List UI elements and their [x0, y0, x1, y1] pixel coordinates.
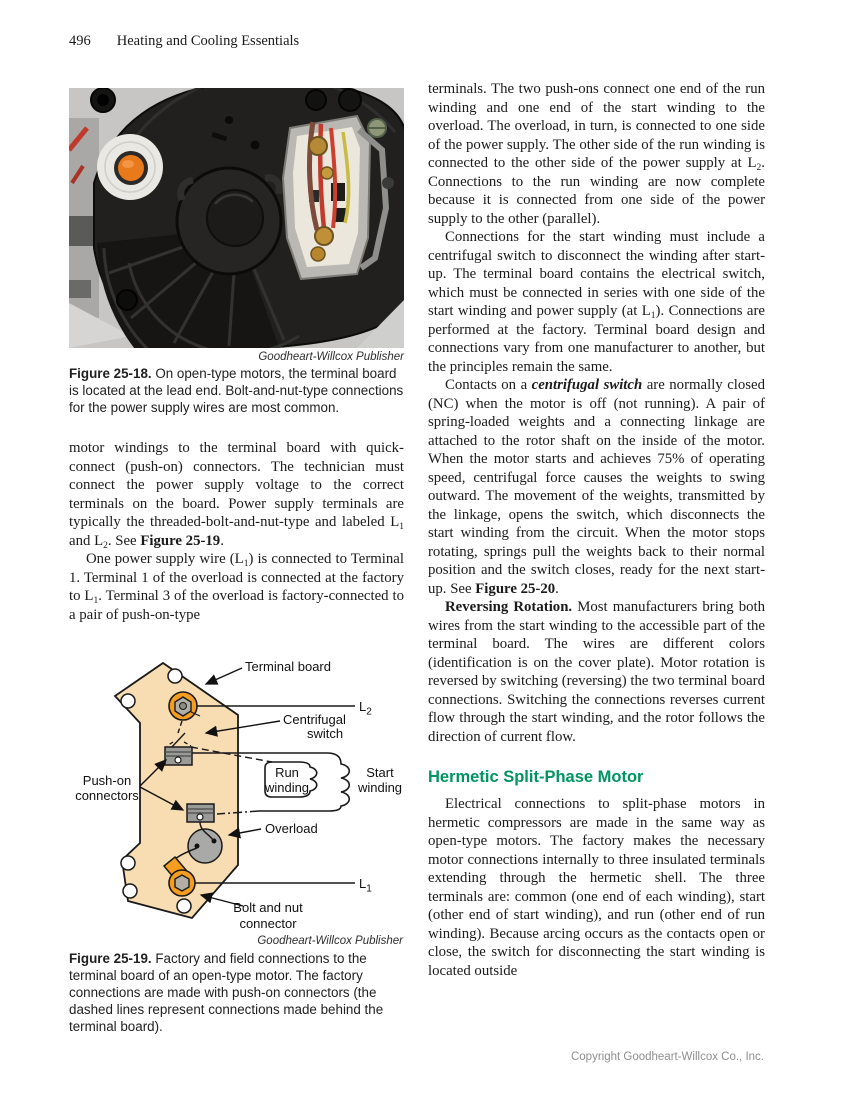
board-holes [120, 668, 192, 914]
figure-25-19-caption: Figure 25-19. Factory and field connecti… [69, 951, 384, 1034]
background-shadow [69, 216, 95, 246]
hub-flanges [177, 174, 283, 202]
shaft-boss [206, 189, 264, 247]
bolt-bottom-left [116, 289, 138, 311]
push-on-label-2: connectors [75, 788, 139, 803]
paragraph: motor windings to the terminal board wit… [69, 440, 404, 551]
overload-device [187, 828, 223, 864]
bottom-terminal-nut [174, 874, 190, 892]
figure-25-19-credit: Goodheart-Willcox Publisher [257, 935, 404, 946]
connector-to-overload-wire [199, 821, 214, 841]
red-wire [69, 126, 89, 152]
run-winding-loop [264, 761, 318, 798]
reset-button [118, 155, 144, 181]
housing-hole [225, 116, 233, 124]
label-ring [104, 141, 156, 193]
left-column: Goodheart-Willcox Publisher Figure 25-18… [69, 88, 404, 1035]
background-shadow2 [69, 280, 91, 298]
board-cutout-2 [335, 208, 347, 222]
terminal-board-label: Terminal board [245, 659, 331, 674]
boss-highlight [214, 193, 254, 205]
motor-photo [69, 88, 404, 348]
paragraph: One power supply wire (L1) is connected … [69, 551, 404, 623]
terminal-board-diagram: Terminal board L2 Centrifugal switch Run… [75, 659, 404, 946]
button-highlight [122, 160, 134, 168]
brass-terminal-top [308, 136, 328, 156]
paragraph: Reversing Rotation. Most manufacturers b… [428, 599, 766, 745]
push-on-arrow-upper [139, 759, 167, 787]
housing-tab [211, 131, 228, 142]
background-floor [69, 303, 131, 348]
switch-lead-dash [177, 720, 183, 734]
bolt-nut-arrow [199, 892, 244, 907]
bolt-top-right [338, 88, 362, 112]
bolt-top-mid [305, 89, 327, 111]
brown-wire [307, 121, 320, 231]
start-winding-label-2: winding [357, 780, 402, 795]
figure-25-18-credit: Goodheart-Willcox Publisher [258, 351, 404, 363]
red-supply-wire-2 [329, 127, 338, 229]
metal-bracket [357, 127, 390, 271]
push-on-arrow-lower [139, 786, 185, 811]
housing-highlight [127, 88, 397, 147]
left-body-text: motor windings to the terminal board wit… [69, 439, 404, 624]
figure-25-18-caption: Figure 25-18. On open-type motors, the t… [69, 366, 404, 415]
overload-arrow [227, 827, 262, 839]
bolt-top-left-center [97, 94, 109, 106]
lower-push-on-connector [186, 803, 215, 823]
centrifugal-switch-label-2: switch [307, 726, 343, 741]
copyright-footer: Copyright Goodheart-Willcox Co., Inc. [570, 1051, 764, 1063]
start-winding-dashdot [216, 810, 260, 815]
terminal-board-arrow [204, 667, 243, 685]
brass-terminal-bottom [314, 226, 334, 246]
right-body-text: terminals. The two push-ons connect one … [428, 80, 765, 980]
run-winding-label-1: Run [275, 765, 299, 780]
page-number: 496 [69, 33, 91, 49]
centrifugal-switch-arrow [204, 720, 281, 737]
board-cutout-3 [309, 190, 319, 202]
right-column: terminals. The two push-ons connect one … [428, 80, 765, 980]
brass-terminal-bottom-2 [310, 246, 326, 262]
running-head: 496 Heating and Cooling Essentials [69, 33, 299, 50]
brass-terminal-mid [320, 166, 334, 180]
red-wire-2 [70, 164, 85, 185]
paragraph: terminals. The two push-ons connect one … [428, 81, 765, 227]
l2-label: L2 [359, 699, 372, 718]
start-winding-label-1: Start [366, 765, 394, 780]
switch-contacts [166, 741, 192, 747]
section-heading: Hermetic Split-Phase Motor [428, 768, 644, 786]
run-winding-label-2: winding [264, 780, 309, 795]
start-winding-loop [191, 752, 351, 812]
paragraph: Electrical connections to split-phase mo… [428, 796, 765, 979]
hidden-connection-dash [190, 746, 273, 763]
top-terminal-center [179, 702, 187, 710]
floor-corner [357, 300, 404, 348]
paragraph: Connections for the start winding must i… [428, 229, 765, 375]
bracket-shadow [382, 177, 394, 189]
housing-hole-2 [250, 140, 260, 150]
yellow-wire [341, 131, 351, 224]
overload-dot-left [194, 843, 200, 849]
bolt-nut-label-2: connector [239, 916, 297, 931]
centrifugal-switch-label-1: Centrifugal [283, 712, 346, 727]
paragraph: Contacts on a centrifugal switch are nor… [428, 377, 765, 597]
top-terminal-detail [190, 711, 201, 717]
upper-push-on-connector [164, 746, 193, 766]
overload-label: Overload [265, 821, 318, 836]
push-on-label-1: Push-on [83, 773, 131, 788]
bolt-nut-label-1: Bolt and nut [233, 900, 303, 915]
l1-label: L1 [359, 876, 372, 895]
running-title: Heating and Cooling Essentials [116, 33, 300, 49]
